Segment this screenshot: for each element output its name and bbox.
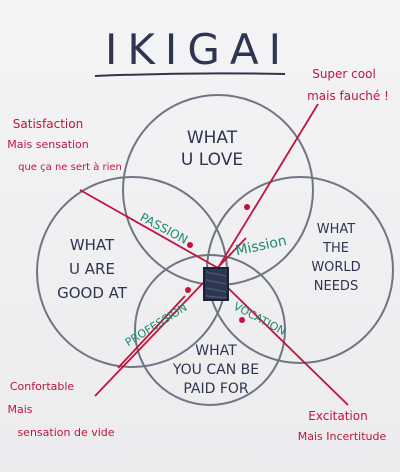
note-top-left-3: que ça ne sert à rien (18, 161, 122, 173)
red-dot (187, 242, 193, 248)
overlap-profession: PROFESSION (123, 301, 190, 349)
note-bottom-left-2: Mais (7, 403, 32, 416)
circle-what-the-world-needs (206, 176, 394, 364)
label-paid-3: PAID FOR (183, 381, 249, 397)
label-world-3: WORLD (311, 260, 360, 275)
overlap-mission: Mission (234, 233, 288, 259)
label-good-2: U ARE (69, 260, 115, 278)
label-love-1: WHAT (187, 128, 238, 148)
red-line-top-right (217, 103, 319, 269)
diagram-title: IKIGAI (105, 25, 291, 74)
note-top-left-1: Satisfaction (13, 117, 83, 131)
circle-what-you-can-be-paid-for (134, 254, 286, 406)
red-line-bottom-left (94, 237, 247, 397)
label-good-3: GOOD AT (57, 284, 128, 302)
circle-what-you-love (122, 94, 314, 286)
label-love-2: U LOVE (181, 150, 243, 170)
red-dot (244, 204, 250, 210)
red-line-bottom-left-2 (117, 295, 186, 369)
red-line-top-left (79, 189, 226, 273)
note-bottom-left-1: Confortable (10, 380, 75, 393)
label-paid-2: YOU CAN BE (172, 362, 259, 378)
overlap-passion: PASSION (138, 210, 190, 247)
label-world-2: THE (322, 241, 349, 256)
note-bottom-left-3: sensation de vide (17, 426, 114, 439)
note-top-right-2: mais fauché ! (307, 89, 389, 103)
label-world-1: WHAT (317, 222, 356, 237)
center-scribble (205, 271, 227, 299)
label-good-1: WHAT (70, 236, 115, 254)
label-paid-1: WHAT (195, 343, 237, 359)
note-top-left-2: Mais sensation (7, 138, 89, 151)
note-top-right-1: Super cool (312, 67, 376, 81)
red-dot (239, 317, 245, 323)
red-dot (185, 287, 191, 293)
note-bottom-right-1: Excitation (308, 409, 367, 423)
red-line-bottom-right (224, 284, 349, 406)
note-bottom-right-2: Mais Incertitude (298, 430, 387, 443)
title-underline (94, 72, 286, 77)
label-world-4: NEEDS (314, 279, 358, 294)
